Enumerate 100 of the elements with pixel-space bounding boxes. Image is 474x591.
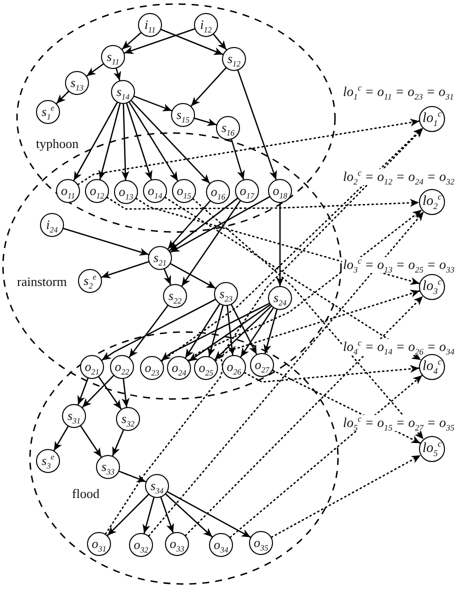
arrow <box>170 196 270 253</box>
dotted-arrow <box>270 454 422 538</box>
node-circle: s$_{24}$ <box>268 286 292 310</box>
node-circle: o$_{15}$ <box>172 179 196 203</box>
arrow <box>53 426 69 452</box>
node-circle: o$_{27}$ <box>250 353 274 377</box>
node-circle: o$_{22}$ <box>110 355 134 379</box>
node-circle: s$_{15}$ <box>171 103 195 127</box>
arrow <box>160 302 270 362</box>
node-circle: o$_{32}$ <box>129 533 153 557</box>
arrow <box>106 494 150 536</box>
arrow <box>100 261 150 278</box>
arrow <box>237 70 277 180</box>
node-circle: o$_{34}$ <box>209 533 233 557</box>
arrow <box>86 63 104 77</box>
node-circle: o$_{13}$ <box>114 180 138 204</box>
arrow <box>230 304 258 355</box>
node-circle: s$_{11}$ <box>101 45 125 69</box>
dotted-arrow <box>135 198 420 285</box>
arrow <box>128 304 168 358</box>
node-circle: o$_{25}$ <box>194 356 218 380</box>
dotted-arrow <box>161 127 424 362</box>
arrow <box>121 32 142 50</box>
dotted-arrow <box>164 196 422 361</box>
dotted-arrow <box>104 128 424 535</box>
arrow <box>134 96 172 112</box>
equation-label: lo$_{5}$$^{c}$ = o$_{15}$ = o$_{27}$ = o$_{35}$ <box>342 415 456 431</box>
node-circle: s$_{14}$ <box>111 80 135 104</box>
arrow <box>230 138 245 180</box>
dotted-arrow <box>106 196 420 210</box>
arrow <box>121 103 130 181</box>
node-circle: s$_{32}$ <box>116 407 140 431</box>
dotted-arrow <box>214 290 420 362</box>
arrow <box>188 304 271 362</box>
node-circle: s$_{33}$ <box>96 455 120 479</box>
dotted-arrow <box>77 118 420 186</box>
node-circle: o$_{18}$ <box>268 179 292 203</box>
arrow <box>166 491 252 538</box>
arrow <box>214 306 272 360</box>
arrow <box>128 102 178 182</box>
node-circle: s$_{23}$ <box>214 282 238 306</box>
node-circle: o$_{31}$ <box>87 532 111 556</box>
arrow <box>170 263 216 289</box>
equation-label: lo$_{3}$$^{c}$ = o$_{13}$ = o$_{25}$ = o$_{33}$ <box>342 257 456 273</box>
arrow <box>73 102 118 182</box>
node-circle: o$_{26}$ <box>222 355 246 379</box>
node-circle: o$_{16}$ <box>206 180 230 204</box>
node-circle: s$_{16}$ <box>216 116 240 140</box>
arrow <box>77 378 89 406</box>
arrow <box>240 307 274 358</box>
node-circle: o$_{14}$ <box>143 179 167 203</box>
dotted-arrow <box>184 296 424 536</box>
arrow <box>112 429 124 457</box>
arrow <box>142 496 155 534</box>
node-circle: o$_{35}$ <box>249 531 273 555</box>
arrow <box>160 496 174 534</box>
arrow <box>130 100 210 184</box>
arrow <box>98 102 121 180</box>
arrow <box>184 303 220 359</box>
arrow <box>118 470 146 482</box>
node-circle: o$_{33}$ <box>165 532 189 556</box>
arrow <box>208 304 224 358</box>
arrow <box>122 378 130 408</box>
node-circle: i$_{12}$ <box>194 13 218 37</box>
node-circle: o$_{21}$ <box>80 355 104 379</box>
arrow <box>62 228 150 256</box>
arrow <box>164 268 172 286</box>
dashed-region-ellipse <box>29 331 339 585</box>
arrow <box>82 374 114 408</box>
arrow <box>212 34 228 50</box>
arrow <box>226 305 236 356</box>
node-circle: i$_{24}$ <box>40 213 64 237</box>
arrow <box>113 68 122 82</box>
arrow <box>126 102 152 180</box>
node-circle: o$_{12}$ <box>85 179 109 203</box>
arrow <box>194 118 218 126</box>
region-label: rainstorm <box>17 274 67 290</box>
dotted-arrow <box>188 209 422 362</box>
dotted-arrow <box>230 374 423 538</box>
node-circle: s$_{34}$ <box>145 474 169 498</box>
arrow <box>160 28 224 56</box>
node-circle: i$_{11}$ <box>138 13 162 37</box>
arrow <box>80 425 102 458</box>
equation-label: lo$_{2}$$^{c}$ = o$_{12}$ = o$_{24}$ = o$_{32}$ <box>342 169 456 185</box>
dotted-arrow <box>192 198 424 440</box>
arrow <box>101 298 216 361</box>
arrow <box>124 28 196 54</box>
node-circle: s$_{22}$ <box>163 284 187 308</box>
arrow <box>165 493 213 538</box>
node-circle: s$_{21}$ <box>148 246 172 270</box>
node-circle: o$_{23}$ <box>140 356 164 380</box>
arrow <box>264 308 278 354</box>
equation-label: lo$_{1}$$^{c}$ = o$_{11}$ = o$_{23}$ = o$_{31}$ <box>342 84 455 100</box>
arrow <box>167 200 211 250</box>
equation-label: lo$_{4}$$^{c}$ = o$_{14}$ = o$_{26}$ = o$_{34}$ <box>342 339 456 355</box>
node-circle: o$_{11}$ <box>56 179 80 203</box>
arrow <box>98 376 122 410</box>
arrow <box>276 202 284 287</box>
node-circle: o$_{24}$ <box>167 356 191 380</box>
arrow <box>190 67 227 107</box>
